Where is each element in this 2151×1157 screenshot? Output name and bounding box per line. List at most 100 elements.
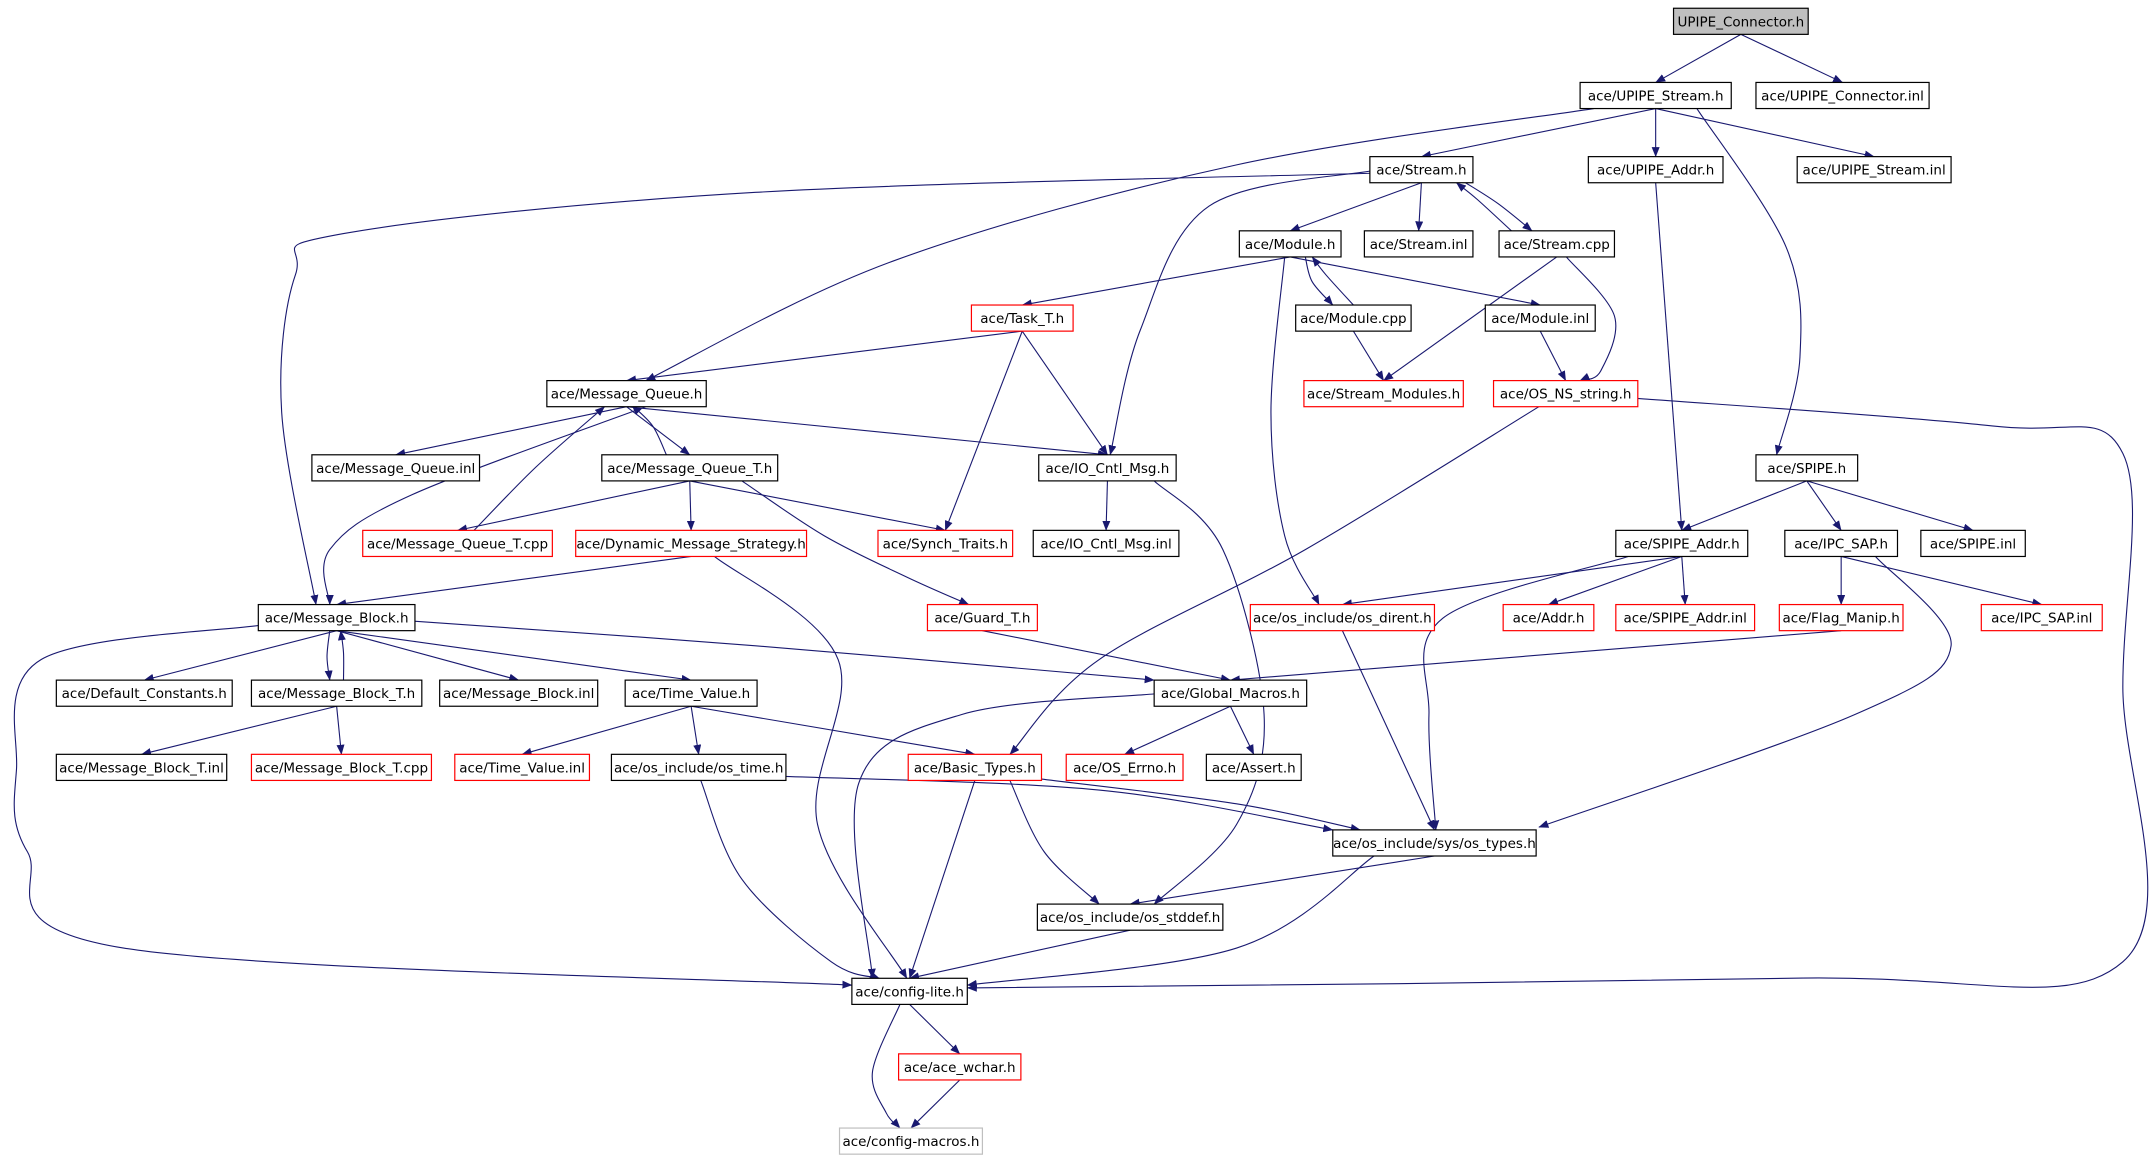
node-box — [311, 454, 481, 482]
edge-message-block-h-to-default-constants-h — [143, 630, 337, 682]
node-message-queue-h[interactable]: ace/Message_Queue.h — [546, 379, 707, 408]
node-label: ace/Task_T.h — [980, 311, 1064, 327]
node-box — [1295, 304, 1412, 332]
node-message-queue-t-h[interactable]: ace/Message_Queue_T.h — [601, 454, 779, 482]
node-default-constants-h[interactable]: ace/Default_Constants.h — [55, 679, 233, 707]
node-label: ace/Flag_Manip.h — [1783, 611, 1900, 627]
edge-upipe-stream-h-to-message-queue-h — [645, 108, 1594, 382]
edge-time-value-h-to-os-time-h — [690, 706, 702, 755]
node-stream-inl[interactable]: ace/Stream.inl — [1363, 230, 1474, 258]
node-os-dirent-h[interactable]: ace/os_include/os_dirent.h — [1249, 603, 1436, 632]
node-basic-types-h[interactable]: ace/Basic_Types.h — [907, 753, 1043, 782]
node-label: ace/config-macros.h — [842, 1134, 979, 1150]
node-label: ace/Module.h — [1245, 237, 1336, 253]
edge-stream-h-to-module-h — [1289, 182, 1422, 232]
edge-module-h-to-module-cpp — [1304, 256, 1334, 306]
edge-module-h-to-os-dirent-h — [1270, 256, 1320, 606]
node-box — [1778, 603, 1904, 632]
node-box — [1492, 379, 1639, 408]
node-dynamic-message-strategy-h[interactable]: ace/Dynamic_Message_Strategy.h — [575, 529, 808, 558]
node-io-cntl-msg-h[interactable]: ace/IO_Cntl_Msg.h — [1038, 454, 1177, 482]
node-spipe-h[interactable]: ace/SPIPE.h — [1755, 454, 1859, 482]
node-spipe-inl[interactable]: ace/SPIPE.inl — [1920, 529, 2026, 558]
node-flag-manip-h[interactable]: ace/Flag_Manip.h — [1778, 603, 1904, 632]
node-spipe-addr-inl[interactable]: ace/SPIPE_Addr.inl — [1615, 603, 1756, 632]
node-box — [907, 753, 1043, 782]
node-os-stddef-h[interactable]: ace/os_include/os_stddef.h — [1036, 903, 1224, 931]
node-label: ace/Basic_Types.h — [914, 760, 1036, 776]
edge-task-t-h-to-io-cntl-msg-h — [1021, 330, 1108, 456]
node-box — [851, 977, 968, 1005]
node-spipe-addr-h[interactable]: ace/SPIPE_Addr.h — [1615, 529, 1749, 558]
node-stream-modules-h[interactable]: ace/Stream_Modules.h — [1303, 379, 1464, 408]
node-os-time-h[interactable]: ace/os_include/os_time.h — [610, 753, 787, 782]
node-message-queue-t-cpp[interactable]: ace/Message_Queue_T.cpp — [362, 529, 553, 558]
edge-module-cpp-to-stream-modules-h — [1352, 330, 1385, 382]
node-message-block-h[interactable]: ace/Message_Block.h — [257, 603, 416, 632]
node-stream-h[interactable]: ace/Stream.h — [1369, 156, 1474, 184]
node-box — [1036, 903, 1224, 931]
node-task-t-h[interactable]: ace/Task_T.h — [970, 304, 1074, 332]
node-time-value-inl[interactable]: ace/Time_Value.inl — [454, 753, 591, 782]
node-ace-wchar-h[interactable]: ace/ace_wchar.h — [897, 1053, 1022, 1081]
node-box — [1615, 603, 1756, 632]
node-ipc-sap-h[interactable]: ace/IPC_SAP.h — [1784, 529, 1899, 558]
node-message-block-inl[interactable]: ace/Message_Block.inl — [439, 679, 599, 707]
edge-message-block-h-to-message-block-inl — [336, 630, 520, 682]
node-module-inl[interactable]: ace/Module.inl — [1484, 304, 1596, 332]
node-box — [250, 753, 433, 782]
node-label: ace/Time_Value.h — [632, 686, 750, 702]
node-box — [1579, 81, 1732, 110]
node-label: ace/SPIPE_Addr.h — [1624, 536, 1740, 552]
edge-message-queue-t-h-to-synch-traits-h — [689, 480, 946, 533]
node-box — [970, 304, 1074, 332]
node-box — [1303, 379, 1464, 408]
node-upipe-connector-h[interactable]: UPIPE_Connector.h — [1672, 7, 1809, 35]
node-config-macros-h[interactable]: ace/config-macros.h — [838, 1127, 984, 1155]
node-upipe-stream-h[interactable]: ace/UPIPE_Stream.h — [1579, 81, 1732, 110]
edge-stream-cpp-to-stream-h — [1456, 182, 1512, 232]
edge-dynamic-message-strategy-h-to-message-block-h — [336, 555, 692, 608]
node-label: ace/UPIPE_Stream.h — [1588, 88, 1724, 104]
node-message-queue-inl[interactable]: ace/Message_Queue.inl — [311, 454, 481, 482]
edge-time-value-h-to-basic-types-h — [691, 705, 976, 757]
node-os-errno-h[interactable]: ace/OS_Errno.h — [1065, 753, 1184, 782]
node-time-value-h[interactable]: ace/Time_Value.h — [624, 679, 758, 707]
node-global-macros-h[interactable]: ace/Global_Macros.h — [1153, 679, 1308, 707]
node-box — [55, 753, 228, 782]
node-config-lite-h[interactable]: ace/config-lite.h — [851, 977, 968, 1005]
node-addr-h[interactable]: ace/Addr.h — [1502, 603, 1595, 632]
edge-stream-h-to-io-cntl-msg-h — [1108, 169, 1375, 456]
node-box — [1153, 679, 1308, 707]
node-os-types-h[interactable]: ace/os_include/sys/os_types.h — [1332, 829, 1537, 857]
node-box — [1369, 156, 1474, 184]
node-module-cpp[interactable]: ace/Module.cpp — [1295, 304, 1412, 332]
node-guard-t-h[interactable]: ace/Guard_T.h — [926, 603, 1038, 632]
node-label: ace/Message_Block_T.h — [258, 686, 415, 702]
node-box — [1784, 529, 1899, 558]
node-message-block-t-h[interactable]: ace/Message_Block_T.h — [250, 679, 423, 707]
node-module-h[interactable]: ace/Module.h — [1238, 230, 1342, 258]
node-upipe-connector-inl[interactable]: ace/UPIPE_Connector.inl — [1755, 81, 1930, 110]
node-synch-traits-h[interactable]: ace/Synch_Traits.h — [877, 529, 1014, 558]
node-upipe-addr-h[interactable]: ace/UPIPE_Addr.h — [1587, 156, 1724, 184]
node-box — [1755, 81, 1930, 110]
node-upipe-stream-inl[interactable]: ace/UPIPE_Stream.inl — [1796, 156, 1952, 184]
node-message-block-t-inl[interactable]: ace/Message_Block_T.inl — [55, 753, 228, 782]
node-label: ace/os_include/os_stddef.h — [1040, 910, 1220, 926]
edge-message-block-h-to-time-value-h — [336, 630, 692, 683]
node-os-ns-string-h[interactable]: ace/OS_NS_string.h — [1492, 379, 1639, 408]
node-box — [1205, 753, 1302, 782]
node-message-block-t-cpp[interactable]: ace/Message_Block_T.cpp — [250, 753, 433, 782]
edge-flag-manip-h-to-global-macros-h — [1229, 630, 1842, 684]
node-io-cntl-msg-inl[interactable]: ace/IO_Cntl_Msg.inl — [1032, 529, 1180, 558]
node-label: ace/UPIPE_Stream.inl — [1803, 163, 1946, 179]
node-box — [1238, 230, 1342, 258]
node-label: ace/UPIPE_Connector.inl — [1761, 88, 1924, 104]
node-ipc-sap-inl[interactable]: ace/IPC_SAP.inl — [1980, 603, 2103, 632]
edge-os-stddef-h-to-config-lite-h — [909, 929, 1131, 981]
edge-module-h-to-module-inl — [1290, 256, 1541, 308]
node-stream-cpp[interactable]: ace/Stream.cpp — [1498, 230, 1616, 258]
node-assert-h[interactable]: ace/Assert.h — [1205, 753, 1302, 782]
edge-global-macros-h-to-os-errno-h — [1124, 705, 1231, 755]
